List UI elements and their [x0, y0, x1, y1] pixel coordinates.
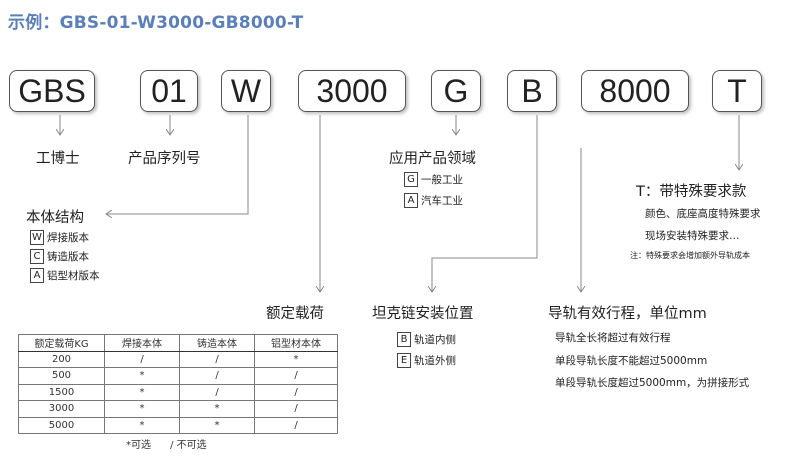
table-cell: / — [254, 416, 338, 434]
table-cell: / — [179, 350, 255, 368]
table-cell: / — [179, 367, 255, 385]
label-rated-load: 额定载荷 — [266, 306, 324, 322]
option-key: E — [397, 353, 411, 368]
stroke-note: 导轨全长将超过有效行程 — [555, 332, 671, 344]
table-cell: 3000 — [18, 400, 105, 418]
structure-option: C 铸造版本 — [30, 249, 89, 264]
option-key: A — [404, 193, 418, 208]
option-key: A — [30, 268, 44, 283]
table-header: 铸造本体 — [179, 334, 255, 352]
application-option: G 一般工业 — [404, 172, 463, 187]
stroke-note: 单段导轨长度不能超过5000mm — [555, 355, 708, 367]
option-label: 汽车工业 — [421, 195, 463, 207]
table-cell: * — [179, 416, 255, 434]
code-box-application: G — [431, 70, 481, 112]
application-option: A 汽车工业 — [404, 193, 463, 208]
code-box-cable-chain: B — [507, 70, 557, 112]
table-cell: / — [104, 350, 180, 368]
table-cell: / — [254, 383, 338, 401]
table-row: 500 * / / — [18, 367, 338, 385]
option-key: W — [30, 230, 44, 245]
label-stroke: 导轨有效行程，单位mm — [548, 306, 707, 322]
cable-chain-option: B 轨道内侧 — [397, 332, 456, 347]
load-structure-table: 额定载荷KG 焊接本体 铸造本体 铝型材本体 200 / / * 500 * /… — [18, 334, 338, 434]
label-structure: 本体结构 — [26, 210, 84, 226]
table-header: 额定载荷KG — [18, 334, 105, 352]
table-cell: 1500 — [18, 383, 105, 401]
table-cell: * — [104, 416, 180, 434]
option-label: 轨道内侧 — [414, 334, 456, 346]
table-cell: * — [179, 400, 255, 418]
table-cell: 500 — [18, 367, 105, 385]
stroke-note: 单段导轨长度超过5000mm，为拼接形式 — [555, 377, 750, 389]
option-label: 铝型材版本 — [47, 270, 100, 282]
table-cell: / — [254, 367, 338, 385]
special-note: 颜色、底座高度特殊要求 — [645, 208, 761, 220]
special-note: 注：特殊要求会增加额外导轨成本 — [630, 251, 750, 260]
code-box-series: 01 — [140, 70, 198, 112]
table-row: 1500 * / / — [18, 383, 338, 401]
structure-option: A 铝型材版本 — [30, 268, 100, 283]
table-cell: * — [104, 400, 180, 418]
option-label: 焊接版本 — [47, 232, 89, 244]
label-cable-chain: 坦克链安装位置 — [372, 306, 474, 322]
option-key: C — [30, 249, 44, 264]
table-cell: / — [254, 400, 338, 418]
option-label: 铸造版本 — [47, 251, 89, 263]
special-note: 现场安装特殊要求… — [645, 230, 740, 242]
option-label: 一般工业 — [421, 174, 463, 186]
table-cell: / — [179, 383, 255, 401]
page-title: 示例：GBS-01-W3000-GB8000-T — [8, 13, 304, 33]
structure-option: W 焊接版本 — [30, 230, 89, 245]
table-cell: * — [104, 383, 180, 401]
table-cell: 200 — [18, 350, 105, 368]
table-header-row: 额定载荷KG 焊接本体 铸造本体 铝型材本体 — [18, 334, 338, 352]
table-cell: * — [254, 350, 338, 368]
table-row: 200 / / * — [18, 350, 338, 368]
table-row: 3000 * * / — [18, 400, 338, 418]
option-label: 轨道外侧 — [414, 355, 456, 367]
table-cell: 5000 — [18, 416, 105, 434]
table-legend: *可选 / 不可选 — [126, 440, 207, 451]
code-box-special: T — [712, 70, 762, 112]
label-manufacturer: 工博士 — [36, 151, 80, 167]
label-special: T：带特殊要求款 — [636, 184, 747, 200]
table-header: 焊接本体 — [104, 334, 180, 352]
table-header: 铝型材本体 — [254, 334, 338, 352]
code-box-manufacturer: GBS — [9, 70, 95, 112]
table-row: 5000 * * / — [18, 416, 338, 434]
code-box-rated-load: 3000 — [298, 70, 406, 112]
table-cell: * — [104, 367, 180, 385]
code-box-structure: W — [221, 70, 271, 112]
label-series: 产品序列号 — [128, 151, 201, 167]
option-key: G — [404, 172, 418, 187]
label-application: 应用产品领域 — [389, 151, 476, 167]
cable-chain-option: E 轨道外侧 — [397, 353, 456, 368]
option-key: B — [397, 332, 411, 347]
code-box-stroke: 8000 — [581, 70, 689, 112]
